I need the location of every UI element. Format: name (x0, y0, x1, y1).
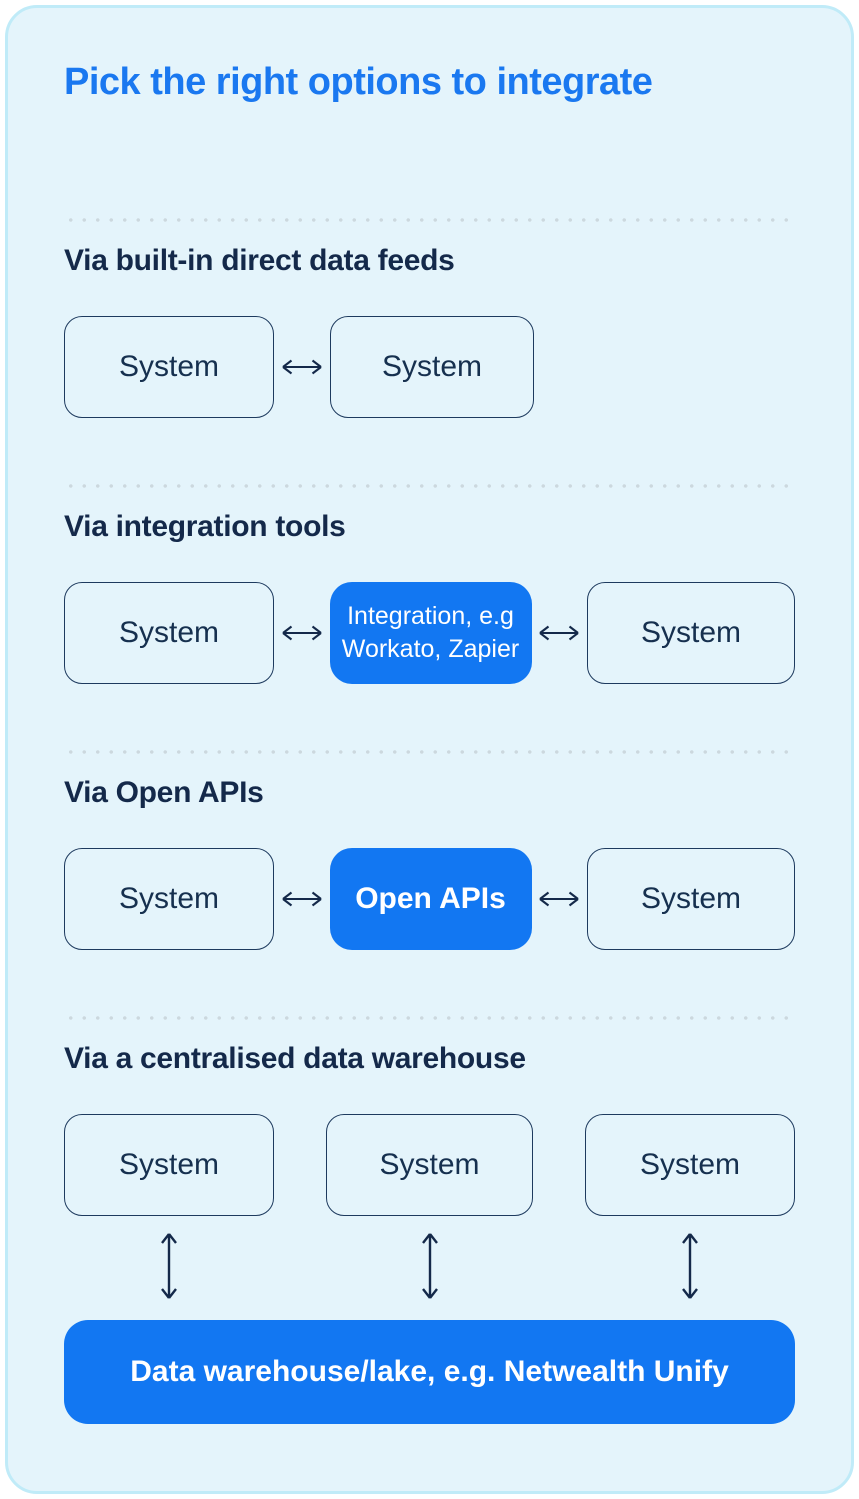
diagram-row: System Open APIs System (64, 848, 795, 950)
arrow-cell (274, 355, 330, 379)
system-box: System (326, 1114, 533, 1216)
system-box-label: System (118, 882, 220, 915)
section-heading: Via a centralised data warehouse (64, 1042, 526, 1075)
system-box: System (64, 1114, 274, 1216)
system-box: System (64, 316, 274, 418)
arrow-cell (532, 887, 588, 911)
system-box-label: System (381, 350, 483, 383)
left-right-arrow-icon (282, 891, 322, 907)
system-box-label: System (639, 1148, 741, 1181)
integration-options-card: Pick the right options to integrate Via … (5, 5, 854, 1494)
arrow-cell (274, 887, 330, 911)
arrow-cell (532, 621, 588, 645)
section-built-in-feeds: Via built-in direct data feeds System Sy… (64, 244, 795, 418)
left-right-arrow-icon (539, 891, 579, 907)
arrow-cell (326, 1230, 533, 1302)
integration-tool-box: Integration, e.g Workato, Zapier (329, 582, 532, 684)
system-box: System (587, 848, 795, 950)
system-box-label: System (640, 882, 742, 915)
left-right-arrow-icon (282, 359, 322, 375)
system-box: System (330, 316, 534, 418)
system-box-label: System (379, 1148, 480, 1181)
up-down-arrow-icon (682, 1233, 698, 1299)
integration-tool-label-line1: Integration, e.g (347, 602, 514, 630)
system-box-label: System (640, 616, 742, 649)
left-right-arrow-icon (282, 625, 322, 641)
section-data-warehouse: Via a centralised data warehouse System … (64, 1042, 795, 1424)
diagram-row: System System (64, 316, 795, 418)
warehouse-box: Data warehouse/lake, e.g. Netwealth Unif… (64, 1320, 795, 1424)
section-heading: Via built-in direct data feeds (64, 244, 455, 277)
open-apis-label: Open APIs (355, 882, 506, 915)
system-box-label: System (118, 616, 220, 649)
section-heading: Via integration tools (64, 510, 346, 543)
open-apis-box: Open APIs (329, 848, 532, 950)
section-heading: Via Open APIs (64, 776, 264, 809)
system-box: System (585, 1114, 795, 1216)
section-integration-tools: Via integration tools System Integration… (64, 510, 795, 684)
system-box-label: System (118, 350, 220, 383)
dotted-separator (64, 484, 795, 488)
dotted-separator (64, 750, 795, 754)
arrow-cell (274, 621, 330, 645)
arrow-cell (585, 1230, 795, 1302)
system-box: System (64, 848, 274, 950)
vertical-arrows-row (64, 1230, 795, 1302)
dotted-separator (64, 218, 795, 222)
integration-tool-label-line2: Workato, Zapier (341, 635, 520, 663)
dotted-separator (64, 1016, 795, 1020)
system-box: System (587, 582, 795, 684)
diagram-row: System System System (64, 1114, 795, 1216)
up-down-arrow-icon (161, 1233, 177, 1299)
section-open-apis: Via Open APIs System Open APIs System (64, 776, 795, 950)
page-title: Pick the right options to integrate (64, 61, 653, 103)
arrow-cell (64, 1230, 274, 1302)
left-right-arrow-icon (539, 625, 579, 641)
warehouse-label: Data warehouse/lake, e.g. Netwealth Unif… (130, 1355, 729, 1388)
system-box: System (64, 582, 274, 684)
integration-tool-label: Integration, e.g Workato, Zapier (342, 600, 519, 666)
up-down-arrow-icon (421, 1233, 438, 1299)
system-box-label: System (118, 1148, 220, 1181)
diagram-row: System Integration, e.g Workato, Zapier (64, 582, 795, 684)
